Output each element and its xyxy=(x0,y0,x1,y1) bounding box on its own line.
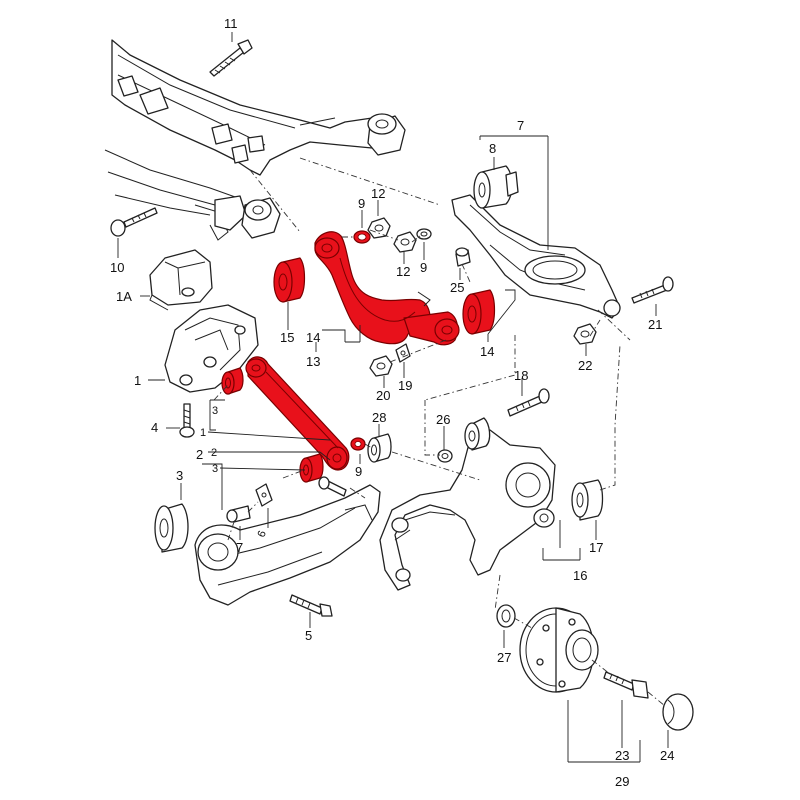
label-17: 17 xyxy=(589,540,603,555)
label-12-upper: 12 xyxy=(371,186,385,201)
label-13: 13 xyxy=(306,354,320,369)
label-16: 16 xyxy=(573,568,587,583)
label-2-small: 2 xyxy=(211,447,217,459)
label-28: 28 xyxy=(372,410,386,425)
label-10: 10 xyxy=(110,260,124,275)
bolt-18 xyxy=(507,388,550,417)
label-27: 27 xyxy=(497,650,511,665)
bushing-8 xyxy=(473,165,519,209)
label-14-left: 14 xyxy=(306,330,320,345)
label-1-small: 1 xyxy=(200,427,206,439)
trailing-arm-2 xyxy=(194,484,381,606)
nut-22 xyxy=(573,323,597,345)
label-24: 24 xyxy=(660,748,674,763)
bushing-17 xyxy=(571,479,604,521)
plate-6 xyxy=(255,483,273,507)
label-9-upper: 9 xyxy=(358,196,365,211)
bushing-3-lower xyxy=(299,453,324,483)
label-1a: 1A xyxy=(116,289,132,304)
lateral-link-highlighted xyxy=(245,356,350,471)
bolt-7 xyxy=(226,505,251,523)
nut-12-lower xyxy=(393,231,417,253)
label-4: 4 xyxy=(151,420,158,435)
subframe-bushing-lower xyxy=(241,197,281,239)
label-15: 15 xyxy=(280,330,294,345)
label-3: 3 xyxy=(176,468,183,483)
bolt-23 xyxy=(603,671,649,699)
label-3-small-lower: 3 xyxy=(212,463,218,475)
wheel-carrier-16 xyxy=(379,429,556,591)
upper-control-arm-highlighted xyxy=(314,231,460,346)
bushing-3-trailing xyxy=(154,503,189,553)
bolt-11 xyxy=(209,39,253,77)
label-1: 1 xyxy=(134,373,141,388)
bushing-26 xyxy=(437,449,453,463)
label-14-right: 14 xyxy=(480,344,494,359)
rear-subframe xyxy=(104,39,381,241)
carrier-bushing-upper xyxy=(464,417,491,451)
label-22: 22 xyxy=(578,358,592,373)
bushing-28 xyxy=(367,433,392,463)
label-7-lower: 7 xyxy=(236,540,243,555)
label-6: 6 xyxy=(256,529,269,539)
label-9-lower: 9 xyxy=(420,260,427,275)
wheel-hub-29 xyxy=(519,607,599,693)
nut-12-upper xyxy=(367,217,391,239)
washer-9-link xyxy=(350,437,366,451)
bushing-14-right xyxy=(462,289,496,335)
lower-control-arm-7 xyxy=(451,194,621,319)
label-20: 20 xyxy=(376,388,390,403)
label-26: 26 xyxy=(436,412,450,427)
label-18: 18 xyxy=(514,368,528,383)
mount-bracket-1a xyxy=(149,249,213,311)
cap-24 xyxy=(662,693,694,731)
label-23: 23 xyxy=(615,748,629,763)
bushing-14-left xyxy=(273,257,306,303)
part-labels: 11 7 8 12 9 12 9 10 25 1A 21 15 14 13 14… xyxy=(110,16,674,789)
eccentric-plate-19 xyxy=(395,343,411,363)
label-21: 21 xyxy=(648,317,662,332)
label-7: 7 xyxy=(517,118,524,133)
nut-20 xyxy=(369,355,393,377)
seal-27 xyxy=(496,604,516,628)
bolt-25 xyxy=(455,247,471,267)
label-2: 2 xyxy=(196,447,203,462)
washer-9-lower xyxy=(416,228,432,240)
label-5: 5 xyxy=(305,628,312,643)
washer-9-upper xyxy=(353,230,371,244)
bolt-4 xyxy=(179,403,195,438)
bushing-3-upper xyxy=(221,367,244,395)
assembly-lines xyxy=(213,157,666,707)
label-12-lower: 12 xyxy=(396,264,410,279)
bolt-link-lower xyxy=(318,476,347,497)
subframe-bushing-upper xyxy=(367,113,406,156)
label-9-link: 9 xyxy=(355,464,362,479)
bolt-21 xyxy=(631,276,674,304)
bolt-5 xyxy=(289,594,333,617)
label-8: 8 xyxy=(489,141,496,156)
leader-lines xyxy=(117,32,669,763)
label-19: 19 xyxy=(398,378,412,393)
label-11: 11 xyxy=(224,16,238,31)
label-3-small: 3 xyxy=(212,405,218,417)
bolt-10 xyxy=(110,207,158,237)
bracket-1 xyxy=(164,304,259,393)
label-29: 29 xyxy=(615,774,629,789)
label-25: 25 xyxy=(450,280,464,295)
